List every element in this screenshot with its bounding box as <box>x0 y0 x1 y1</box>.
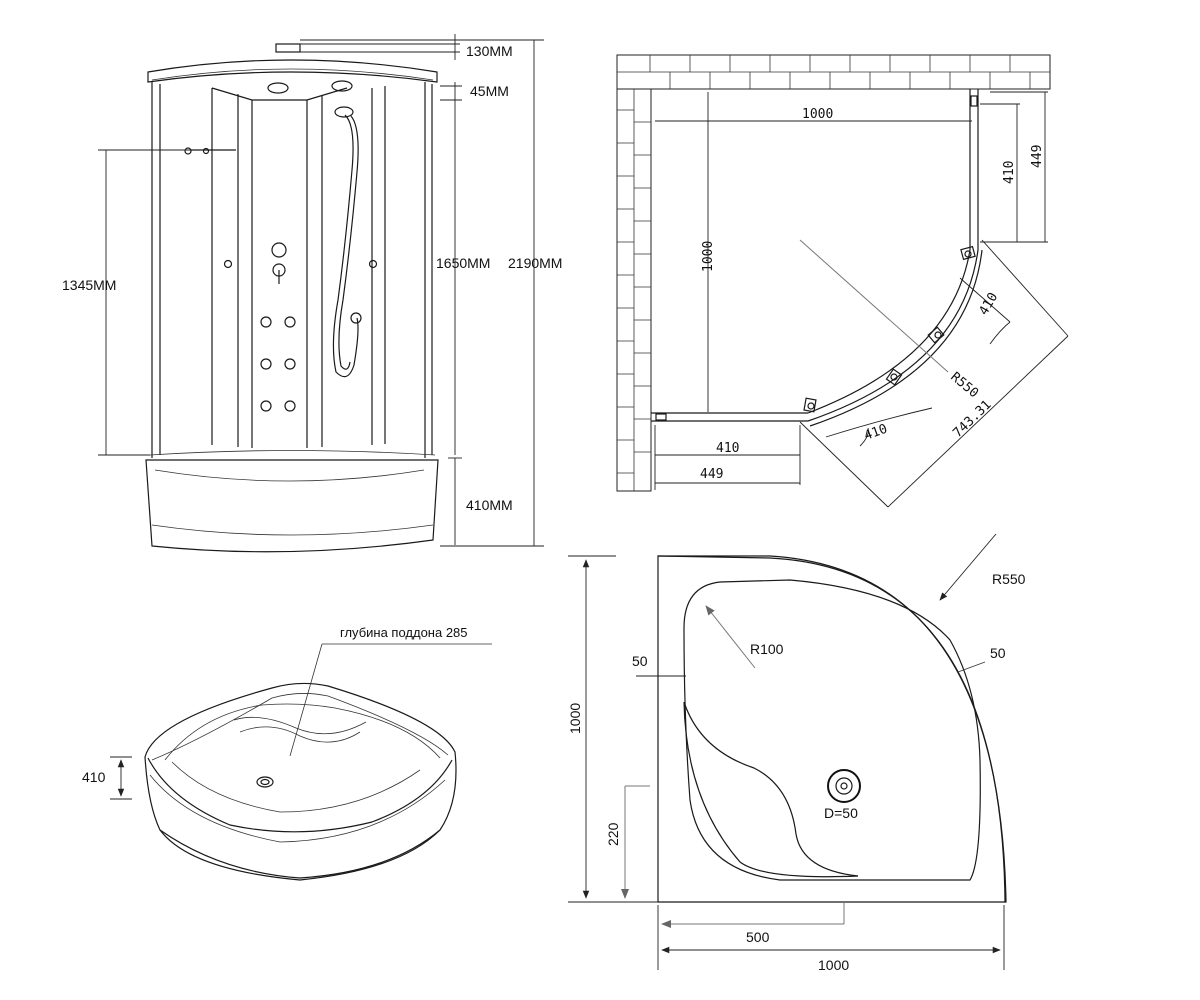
tray-plan-rim-right: 50 <box>990 645 1006 661</box>
plan-right-inner-label: 410 <box>1002 161 1017 184</box>
massage-jets <box>260 316 296 412</box>
dim-cabin-label: 1650MM <box>436 255 490 271</box>
plan-diagonal-label: 743.31 <box>950 397 994 440</box>
door-handle-left <box>223 259 233 269</box>
tray-perspective <box>110 643 492 881</box>
ceiling-lamp-left <box>267 82 289 94</box>
tray-plan-drain-label: D=50 <box>824 805 858 821</box>
cabin-front-view <box>145 43 439 553</box>
plan-dimensions <box>654 91 1069 508</box>
cabin-roof <box>147 59 438 83</box>
dim-roof-label: 130MM <box>466 43 513 59</box>
tray-plan-radius-inner: R100 <box>750 641 784 657</box>
shower-head <box>334 106 354 118</box>
hand-shower <box>350 312 362 324</box>
plan-bottom-inner-label: 410 <box>716 441 739 456</box>
tray-height-label: 410 <box>82 769 106 785</box>
tray-plan-rim-left: 50 <box>632 653 648 669</box>
glass-enclosure <box>651 89 983 427</box>
plan-right-outer-label: 449 <box>1030 145 1045 168</box>
tray-plan-drain-x-label: 500 <box>746 929 770 945</box>
dim-gap-label: 45MM <box>470 83 509 99</box>
door-handle-right <box>368 259 378 269</box>
brick-wall-top <box>616 54 1051 90</box>
control-knob-top <box>271 242 287 258</box>
tray-plan-height-label: 1000 <box>567 703 583 734</box>
tray-outline <box>657 555 1007 903</box>
roof-fitting <box>275 43 301 53</box>
plan-bottom-outer-label: 449 <box>700 467 723 482</box>
tray-depth-note: глубина поддона 285 <box>340 625 468 640</box>
plan-height-label: 1000 <box>701 241 716 272</box>
dim-tray-label: 410MM <box>466 497 513 513</box>
dim-total-label: 2190MM <box>508 255 562 271</box>
tray-plan <box>657 555 1007 903</box>
tray-drain <box>256 776 274 788</box>
tray-plan-radius-outer: R550 <box>992 571 1026 587</box>
tray-basin <box>683 579 981 881</box>
tray-plan-dimensions <box>568 533 1005 970</box>
plan-diag-side-label: 410 <box>976 290 1001 318</box>
plan-view <box>616 54 1069 508</box>
cabin-dimensions <box>98 34 544 547</box>
tray-plan-width-label: 1000 <box>818 957 849 973</box>
shower-hose <box>332 114 359 378</box>
brick-wall-left <box>616 88 652 492</box>
plan-width-label: 1000 <box>802 107 833 122</box>
plan-radius-label: R550 <box>947 370 981 402</box>
cabin-base <box>145 459 439 553</box>
tray-plan-drain <box>827 769 861 803</box>
dim-panel-label: 1345MM <box>62 277 116 293</box>
ceiling-lamp-right <box>331 80 353 92</box>
tray-plan-drain-y-label: 220 <box>605 822 621 846</box>
